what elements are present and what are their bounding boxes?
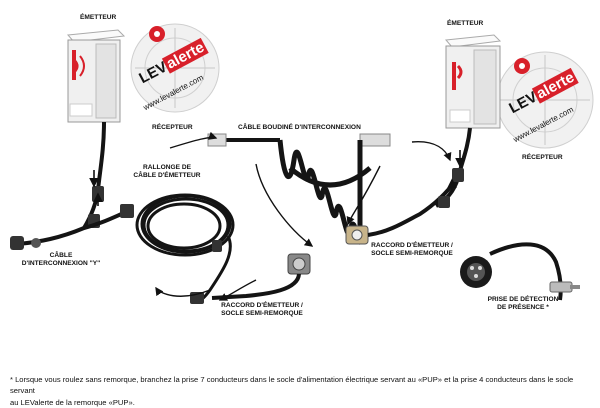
label-presence-plug-line2: DE PRÉSENCE * <box>497 303 549 311</box>
label-rallonge-line2: CÂBLE D'ÉMETTEUR <box>133 171 201 179</box>
label-raccord-left: RACCORD D'ÉMETTEUR / SOCLE SEMI-REMORQUE <box>212 302 312 317</box>
label-presence-plug-line1: PRISE DE DÉTECTION <box>487 296 559 303</box>
emitter-right <box>444 34 502 129</box>
label-cable-y-line2: D'INTERCONNEXION "Y" <box>21 259 101 267</box>
presence-plug <box>460 242 580 301</box>
label-cable-y-line1: CÂBLE <box>49 252 73 259</box>
label-recepteur-right: RÉCEPTEUR <box>522 154 563 161</box>
extension-coil <box>135 193 235 304</box>
label-rallonge: RALLONGE DE CÂBLE D'ÉMETTEUR <box>132 164 202 179</box>
label-recepteur-left: RÉCEPTEUR <box>152 124 193 131</box>
cable-emitter-right <box>434 127 472 208</box>
footnote-line2: au LEValerte de la remorque «PUP». <box>10 397 135 407</box>
footnote: * Lorsque vous roulez sans remorque, bra… <box>10 374 590 408</box>
label-emetteur-left: ÉMETTEUR <box>80 14 117 21</box>
label-raccord-left-line1: RACCORD D'ÉMETTEUR / <box>221 302 303 309</box>
connection-arrows <box>155 131 452 301</box>
double-arrow-right <box>447 150 465 192</box>
label-coiled-cable: CÂBLE BOUDINÉ D'INTERCONNEXION <box>238 124 361 131</box>
label-raccord-left-line2: SOCLE SEMI-REMORQUE <box>221 309 303 317</box>
label-presence-plug: PRISE DE DÉTECTION DE PRÉSENCE * <box>478 296 568 311</box>
emitter-left <box>66 29 126 123</box>
footnote-line1: * Lorsque vous roulez sans remorque, bra… <box>10 375 574 396</box>
double-arrow-left <box>89 170 103 206</box>
label-emetteur-right: ÉMETTEUR <box>447 20 484 27</box>
socket-right <box>345 178 458 245</box>
label-cable-y: CÂBLE D'INTERCONNEXION "Y" <box>16 252 106 267</box>
label-raccord-right-line2: SOCLE SEMI-REMORQUE <box>371 249 453 257</box>
label-raccord-right: RACCORD D'ÉMETTEUR / SOCLE SEMI-REMORQUE <box>362 242 462 257</box>
label-rallonge-line1: RALLONGE DE <box>143 164 191 171</box>
label-raccord-right-line1: RACCORD D'ÉMETTEUR / <box>371 242 453 249</box>
socket-left <box>211 253 311 300</box>
